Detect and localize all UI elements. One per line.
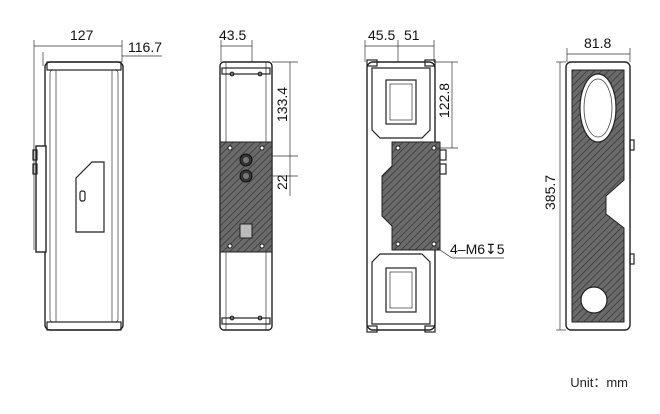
front-height-dim: 385.7 <box>542 175 558 210</box>
rear-left-dim: 45.5 <box>368 27 395 43</box>
thread-callout: 4–M6↧5 <box>450 241 505 257</box>
back-height-dim: 133.4 <box>274 87 290 122</box>
rear-right-dim: 51 <box>404 27 420 43</box>
side-depth-dim: 127 <box>70 27 94 43</box>
side-inner-dim: 116.7 <box>128 39 162 55</box>
back-width-dim: 43.5 <box>219 27 246 43</box>
back-offset-dim: 22 <box>274 174 290 190</box>
front-view: 81.8 385.7 <box>542 35 635 331</box>
rear-height-dim: 122.8 <box>436 83 452 118</box>
unit-label: Unit：mm <box>570 375 628 390</box>
back-view: 43.5 133.4 22 <box>219 27 298 331</box>
rear-view: 45.5 51 122.8 4–M6↧5 <box>364 27 505 333</box>
front-width-dim: 81.8 <box>584 35 611 51</box>
side-view: 127 116.7 <box>32 27 162 331</box>
